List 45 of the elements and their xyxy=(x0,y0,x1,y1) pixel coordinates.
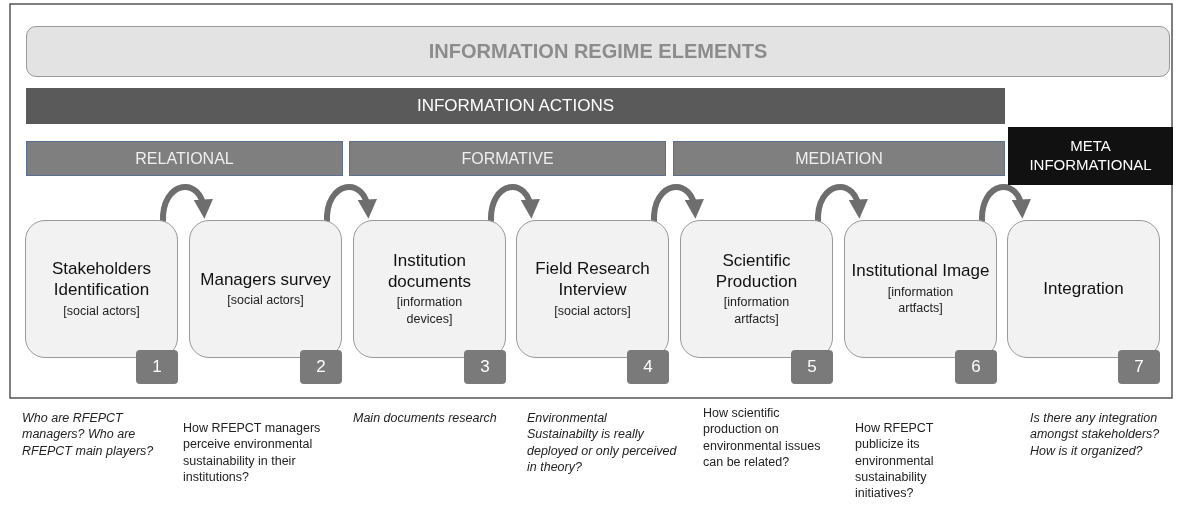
step-title: Stakeholders Identification xyxy=(50,259,153,301)
step-subtitle: [information artfacts] xyxy=(886,284,955,317)
question-text: Main documents research xyxy=(353,410,498,427)
step-subtitle: [social actors] xyxy=(227,292,304,309)
question-text: Environmental Sustainabilty is really deployed or only perceived in theory? xyxy=(527,410,677,475)
curved-arrow xyxy=(979,184,1030,223)
process-box xyxy=(680,220,833,358)
curved-arrow xyxy=(160,184,212,223)
category-bar: MEDIATION xyxy=(673,141,1005,176)
question-text: Who are RFEPCT managers? Who are RFEPCT main players? xyxy=(22,410,155,459)
step-title: Scientific Production xyxy=(714,251,799,293)
step-title: Institutional Image xyxy=(851,261,990,283)
step-title: Field Research Interview xyxy=(534,259,651,301)
category-bar: META INFORMATIONAL xyxy=(1008,127,1173,185)
question-text: How RFEPCT managers perceive environmental sustainability in their institutions? xyxy=(183,420,322,485)
step-number: 7 xyxy=(1118,350,1160,384)
curved-arrow xyxy=(815,184,867,223)
process-box xyxy=(25,220,178,358)
step-subtitle: [social actors] xyxy=(554,302,631,319)
question-text: Is there any integration amongst stakeholders? How is it organized? xyxy=(1030,410,1161,459)
step-number: 5 xyxy=(791,350,833,384)
curved-arrow xyxy=(324,184,376,223)
category-bar: RELATIONAL xyxy=(26,141,343,176)
process-box xyxy=(353,220,506,358)
category-bar: FORMATIVE xyxy=(349,141,666,176)
step-subtitle: [information artfacts] xyxy=(722,294,791,327)
curved-arrow xyxy=(651,184,703,223)
step-subtitle: [social actors] xyxy=(63,302,140,319)
step-number: 3 xyxy=(464,350,506,384)
step-subtitle: [information devices] xyxy=(395,294,464,327)
step-title: Managers survey xyxy=(200,269,331,291)
step-title: Institution documents xyxy=(386,251,473,293)
question-text: How scientific production on environmental issues can be related? xyxy=(703,405,822,470)
process-box xyxy=(516,220,669,358)
title-banner: INFORMATION REGIME ELEMENTS xyxy=(26,26,1170,77)
process-box xyxy=(189,220,342,358)
category-bar: INFORMATION ACTIONS xyxy=(26,88,1005,124)
curved-arrow xyxy=(488,184,539,223)
question-text: How RFEPCT publicize its environmental sustainability initiatives? xyxy=(855,420,935,502)
step-number: 6 xyxy=(955,350,997,384)
step-number: 1 xyxy=(136,350,178,384)
process-box: Integration xyxy=(1007,220,1160,358)
step-number: 4 xyxy=(627,350,669,384)
step-number: 2 xyxy=(300,350,342,384)
process-box xyxy=(844,220,997,358)
